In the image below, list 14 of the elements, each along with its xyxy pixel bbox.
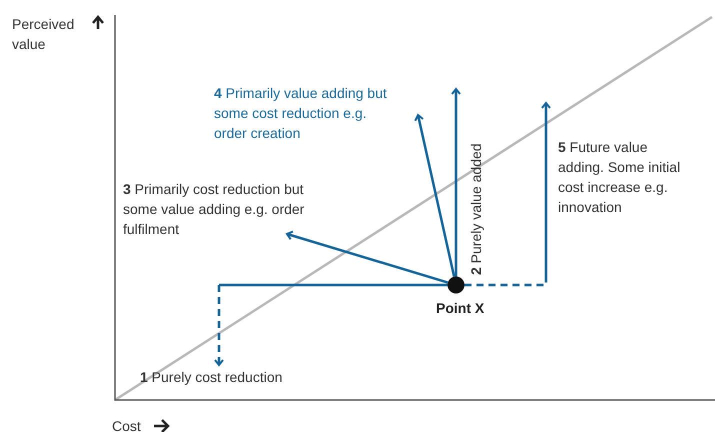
arrow: [414, 114, 456, 277]
axis-title: Cost: [112, 417, 141, 432]
point-marker: [448, 276, 464, 294]
point-label: Point X: [436, 299, 484, 318]
annotation-text: 5 Future value adding. Some initial cost increase e.g. innovation: [558, 137, 688, 217]
arrow: [214, 284, 448, 366]
annotation-text: 1 Purely cost reduction: [140, 367, 282, 387]
annotation-text: 3 Primarily cost reduction but some value adding e.g. order fulfilment: [123, 179, 313, 239]
axis-title: Perceived value: [12, 15, 76, 54]
arrow: [451, 88, 461, 276]
annotation-text: 2 Purely value added: [466, 143, 486, 275]
annotation-text: 4 Primarily value adding but some cost reduction e.g. order creation: [214, 83, 394, 143]
arrow: [464, 102, 551, 286]
arrow: [286, 230, 448, 284]
